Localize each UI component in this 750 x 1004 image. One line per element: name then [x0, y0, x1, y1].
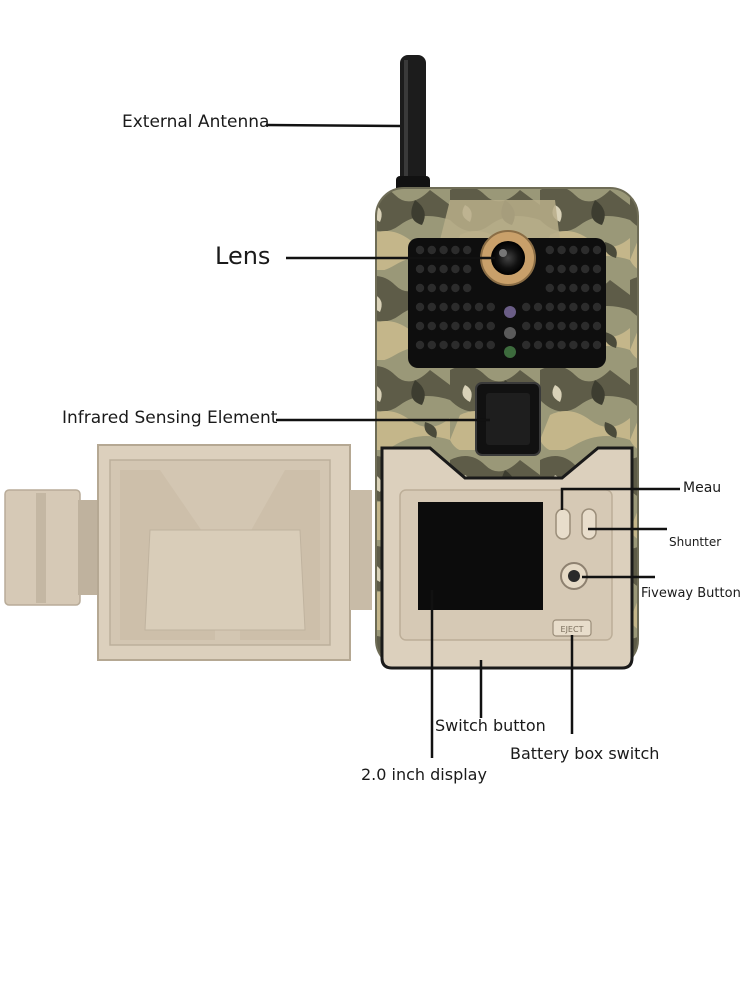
ir-led — [415, 264, 425, 274]
ir-led — [486, 302, 495, 312]
eject-button[interactable]: EJECT — [552, 619, 592, 637]
ir-led — [451, 264, 460, 274]
label-display: 2.0 inch display — [361, 765, 487, 784]
antenna — [396, 55, 430, 192]
ir-led — [533, 340, 543, 350]
ir-led — [581, 283, 590, 293]
ir-led — [439, 283, 448, 293]
ir-led — [592, 245, 602, 255]
ir-led — [557, 245, 566, 255]
ir-led — [592, 264, 602, 274]
ir-led — [415, 321, 425, 331]
front-cover — [4, 444, 372, 661]
label-external-antenna: External Antenna — [122, 112, 270, 132]
ir-led — [569, 302, 578, 312]
ir-led — [451, 340, 460, 350]
ir-led — [427, 264, 436, 274]
ir-led — [569, 264, 578, 274]
ir-led — [522, 321, 531, 331]
ir-led — [557, 283, 566, 293]
ir-led — [581, 264, 590, 274]
label-fiveway-button: Fiveway Button — [641, 586, 741, 601]
ir-led — [486, 340, 495, 350]
label-lens: Lens — [215, 242, 271, 270]
ir-led — [463, 264, 472, 274]
ir-led — [545, 264, 554, 274]
antenna-leader — [265, 123, 401, 128]
ir-led — [522, 302, 531, 312]
ir-led — [427, 321, 436, 331]
ir-led — [439, 302, 448, 312]
ir-led — [439, 264, 448, 274]
label-infrared-sensing-element: Infrared Sensing Element — [62, 408, 278, 428]
ir-led — [463, 340, 472, 350]
ir-led — [474, 302, 484, 312]
label-switch-button: Switch button — [435, 716, 546, 735]
ir-led — [415, 340, 425, 350]
ir-led — [592, 302, 602, 312]
ir-led — [427, 245, 436, 255]
menu-button[interactable] — [555, 508, 571, 540]
ir-led — [463, 283, 472, 293]
ir-led — [474, 340, 484, 350]
ir-led — [569, 340, 578, 350]
ir-led — [569, 245, 578, 255]
ir-led — [463, 302, 472, 312]
ir-led — [545, 245, 554, 255]
menu-leader — [560, 487, 680, 510]
ir-led — [439, 340, 448, 350]
ir-led — [415, 302, 425, 312]
ir-led — [415, 245, 425, 255]
ir-led — [439, 245, 448, 255]
ir-led — [581, 302, 590, 312]
ir-led — [451, 321, 460, 331]
ir-led — [486, 321, 495, 331]
ir-led — [522, 340, 531, 350]
ir-led — [557, 340, 566, 350]
label-battery-box-switch: Battery box switch — [510, 744, 660, 763]
ir-led — [427, 283, 436, 293]
ir-led — [557, 321, 566, 331]
ir-led — [415, 283, 425, 293]
ir-led — [581, 245, 590, 255]
label-shutter: Shuntter — [669, 535, 722, 549]
ir-led — [427, 302, 436, 312]
ir-led — [463, 245, 472, 255]
ir-led — [569, 321, 578, 331]
ir-led — [451, 245, 460, 255]
ir-led — [474, 321, 484, 331]
eject-label: EJECT — [561, 625, 584, 634]
ir-led — [545, 321, 554, 331]
ir-led — [557, 302, 566, 312]
ir-led — [427, 340, 436, 350]
ir-led — [592, 340, 602, 350]
ir-led — [451, 283, 460, 293]
display-screen — [418, 502, 543, 610]
ir-led — [557, 264, 566, 274]
infrared-sensor — [475, 382, 541, 456]
ir-led — [439, 321, 448, 331]
ir-led — [581, 340, 590, 350]
lens — [480, 230, 536, 358]
ir-led — [533, 302, 543, 312]
ir-led — [569, 283, 578, 293]
ir-led — [592, 321, 602, 331]
ir-led — [545, 340, 554, 350]
ir-led — [463, 321, 472, 331]
ir-led-panel — [408, 238, 606, 368]
label-menu: Meau — [683, 480, 722, 496]
leader-lines — [265, 123, 680, 758]
ir-led — [592, 283, 602, 293]
ir-led — [545, 283, 554, 293]
ir-led — [581, 321, 590, 331]
ir-led — [451, 302, 460, 312]
fiveway-button[interactable] — [560, 562, 588, 590]
shutter-button[interactable] — [581, 508, 597, 540]
ir-led — [533, 321, 543, 331]
ir-led — [545, 302, 554, 312]
